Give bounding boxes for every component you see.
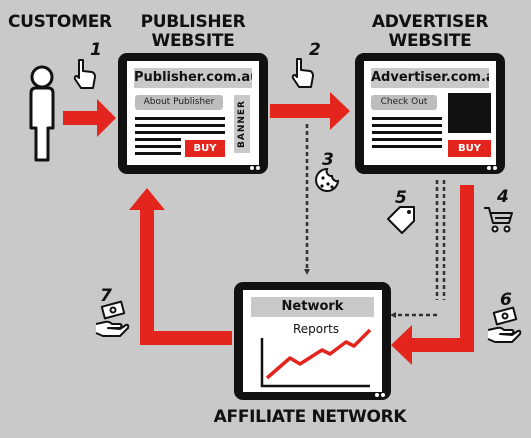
affiliate-network-heading: AFFILIATE NETWORK (213, 407, 407, 427)
reports-label: Reports (293, 322, 340, 336)
publisher-buy-button: BUY (185, 140, 225, 157)
money-hand-icon (487, 306, 522, 343)
click-hand-icon (291, 58, 314, 88)
customer-heading: CUSTOMER (8, 12, 112, 32)
advertiser-buy-button: BUY (448, 140, 491, 157)
step-2-number: 2 (309, 40, 321, 60)
reports-axes (260, 338, 370, 388)
cookie-icon (315, 167, 340, 192)
step-7-number: 7 (100, 286, 112, 306)
step-1-number: 1 (90, 40, 102, 60)
network-title: Network (251, 297, 374, 317)
about-publisher-link: About Publisher (135, 95, 223, 110)
person-icon (29, 65, 55, 162)
arrow-advertiser-to-network (391, 185, 474, 365)
product-image (448, 93, 491, 133)
price-tag-icon (387, 206, 415, 234)
tracking-arrows (304, 124, 446, 318)
step-3-number: 3 (322, 150, 334, 170)
step-5-number: 5 (395, 188, 407, 208)
flow-arrows (63, 92, 474, 365)
check-out-link: Check Out (371, 95, 437, 110)
reports-trend-line (265, 328, 372, 380)
arrow-network-to-publisher (129, 188, 232, 345)
arrow-publisher-to-advertiser (270, 92, 350, 130)
publisher-url: Publisher.com.au (134, 68, 252, 88)
step-6-number: 6 (500, 290, 512, 310)
click-hand-icon (73, 59, 96, 89)
money-hand-icon (95, 300, 130, 337)
advertiser-url: Advertiser.com.au (371, 68, 489, 88)
shopping-cart-icon (484, 207, 513, 233)
step-4-number: 4 (497, 187, 509, 207)
banner-ad: BANNER (234, 95, 250, 153)
arrow-customer-to-publisher (63, 99, 116, 137)
